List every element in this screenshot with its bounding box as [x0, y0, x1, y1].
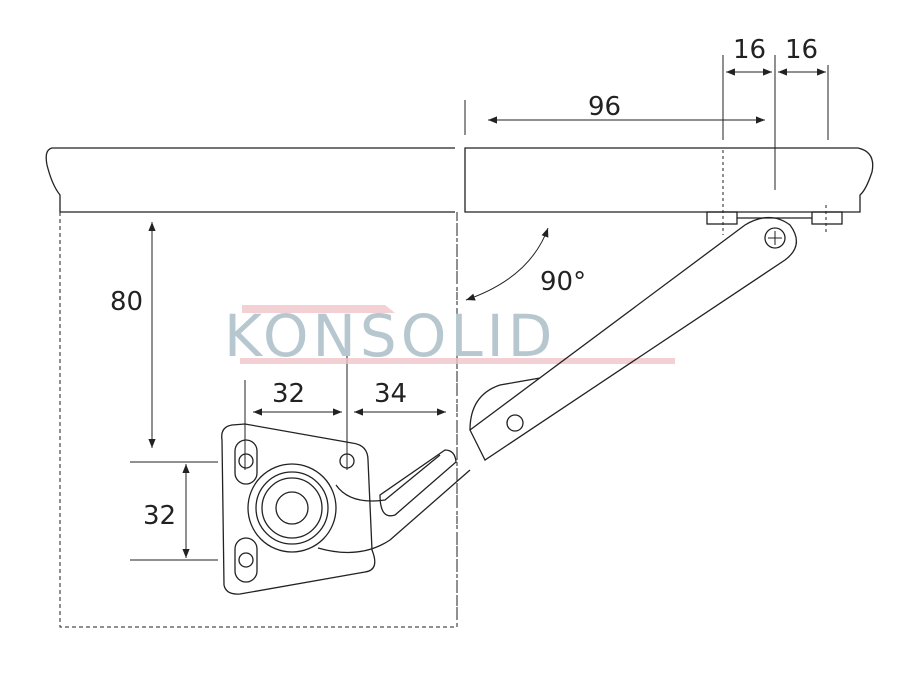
dimension-16-left-label: 16 [733, 35, 766, 65]
dimension-16-right-label: 16 [785, 35, 818, 65]
left-panel [45, 147, 455, 213]
stay-arm [379, 211, 843, 517]
cabinet-outline [59, 212, 458, 628]
angle-90-arc [465, 227, 549, 301]
watermark-text: KONSOLID [224, 302, 556, 370]
mounting-plate [221, 423, 471, 595]
konsolid-watermark [240, 305, 675, 364]
dimension-32-vertical-label: 32 [143, 501, 176, 531]
screw-head-left [706, 211, 738, 225]
dimension-32-horizontal-label: 32 [272, 379, 305, 409]
dimension-34-label: 34 [374, 379, 407, 409]
screw-head-right [811, 211, 843, 225]
right-panel [464, 147, 874, 213]
angle-90-label: 90° [540, 267, 586, 297]
dimension-80-label: 80 [110, 287, 143, 317]
dimension-96-label: 96 [588, 92, 621, 122]
